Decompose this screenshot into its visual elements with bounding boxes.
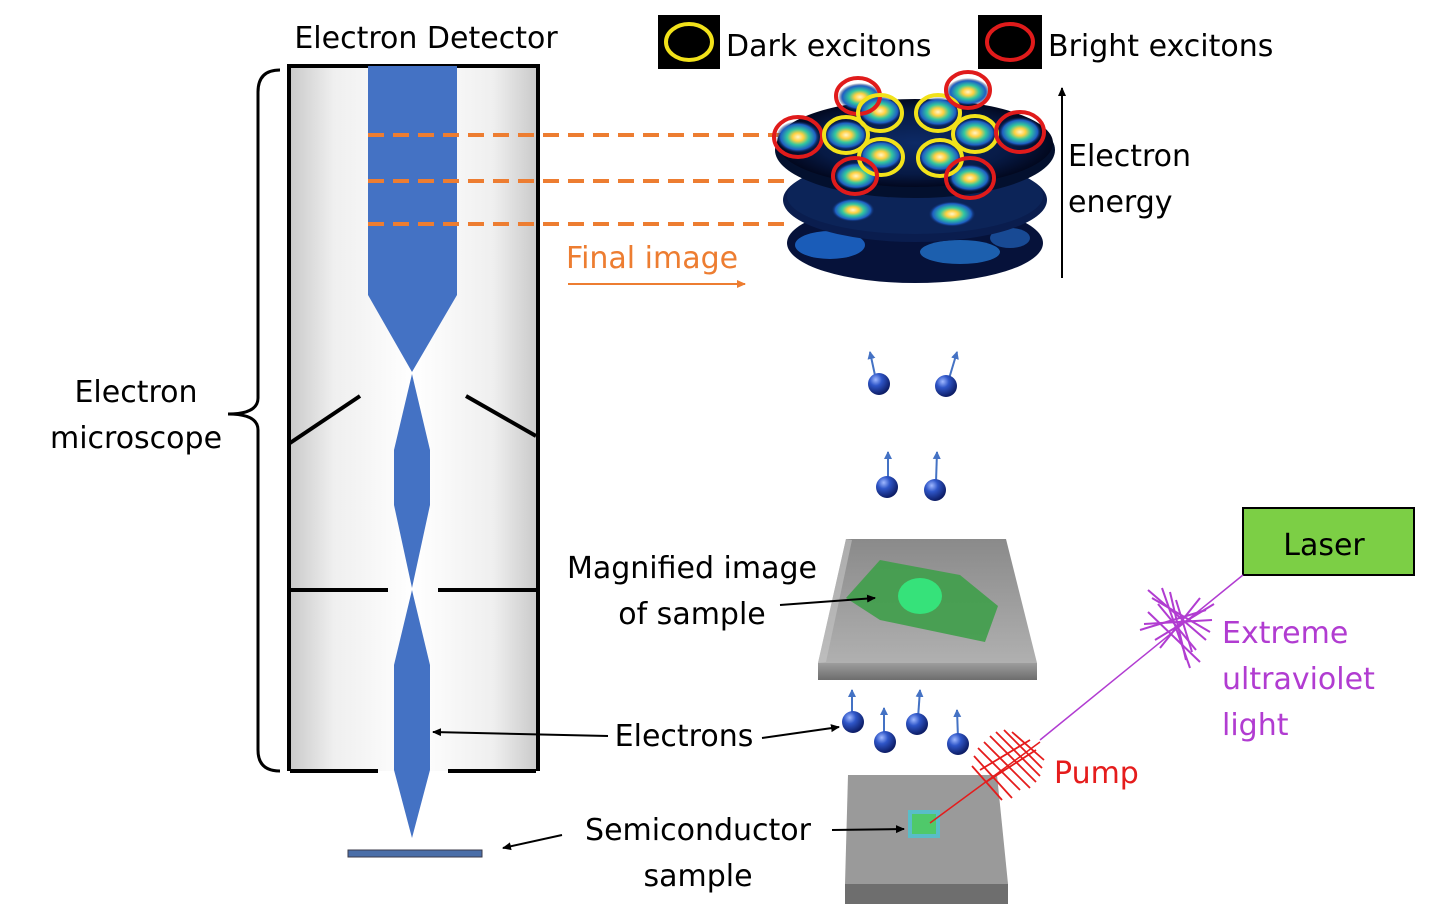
dark-excitons-label: Dark excitons xyxy=(726,29,931,64)
electron-energy-label-line1: Electron xyxy=(1068,139,1191,174)
legend: Dark excitons Bright excitons xyxy=(658,15,1273,69)
electron-group xyxy=(842,351,969,755)
laser-box xyxy=(1242,507,1415,576)
semiconductor-pointer-right xyxy=(831,825,905,834)
magnified-image-plate xyxy=(818,539,1037,680)
euv-beam xyxy=(1039,574,1244,741)
pump-beam xyxy=(929,741,1041,824)
magnified-image-label-line1: Magnified image xyxy=(567,551,817,586)
pump-label: Pump xyxy=(1054,756,1139,791)
electron-spin-icon xyxy=(947,709,969,755)
electron-spin-icon xyxy=(876,451,898,498)
dark-ring xyxy=(914,93,962,133)
column-sample-plate xyxy=(347,849,483,858)
electron-detector-label: Electron Detector xyxy=(294,21,558,56)
euv-label-line3: light xyxy=(1222,708,1289,743)
final-image-stack xyxy=(772,70,1055,283)
electron-spin-icon xyxy=(842,689,864,733)
electron-spin-icon xyxy=(924,451,946,501)
final-image-label: Final image xyxy=(566,241,738,276)
euv-label-line2: ultraviolet xyxy=(1222,662,1375,697)
semiconductor-pointer-left xyxy=(502,834,563,851)
laser-label: Laser xyxy=(1283,528,1365,563)
bright-ring xyxy=(944,156,996,200)
euv-wave-packet xyxy=(1139,587,1215,669)
bright-ring xyxy=(944,70,992,110)
bright-ring xyxy=(831,156,879,196)
electron-spin-icon xyxy=(935,351,959,397)
magnified-image-pointer xyxy=(779,594,876,606)
electron-microscope-label-line1: Electron xyxy=(74,375,197,410)
dark-ring xyxy=(856,93,904,133)
semiconductor-label-line1: Semiconductor xyxy=(585,813,812,848)
pump-wave-packet xyxy=(971,729,1045,801)
electrons-pointer-right xyxy=(761,724,840,739)
semiconductor-sample-block xyxy=(845,775,1008,904)
semiconductor-label-line2: sample xyxy=(643,859,752,894)
magnified-image-label-line2: of sample xyxy=(618,597,766,632)
euv-label-line1: Extreme xyxy=(1222,616,1348,651)
exciton-spots xyxy=(776,78,1042,192)
electron-beam xyxy=(368,66,457,838)
bright-ring xyxy=(772,115,824,159)
electron-spin-icon xyxy=(867,351,890,395)
bright-ring xyxy=(994,110,1046,154)
electrons-pointer-left xyxy=(432,728,609,737)
microscope-bracket xyxy=(227,68,281,773)
electron-energy-label-line2: energy xyxy=(1068,185,1173,220)
electron-spin-icon xyxy=(874,707,896,753)
lens-apertures xyxy=(288,394,537,773)
electron-spin-icon xyxy=(906,689,928,735)
electron-microscope-label-line2: microscope xyxy=(50,421,222,456)
energy-slice-lines xyxy=(368,133,790,226)
bright-excitons-label: Bright excitons xyxy=(1048,29,1273,64)
dark-ring xyxy=(822,115,870,155)
electrons-label: Electrons xyxy=(615,719,754,754)
